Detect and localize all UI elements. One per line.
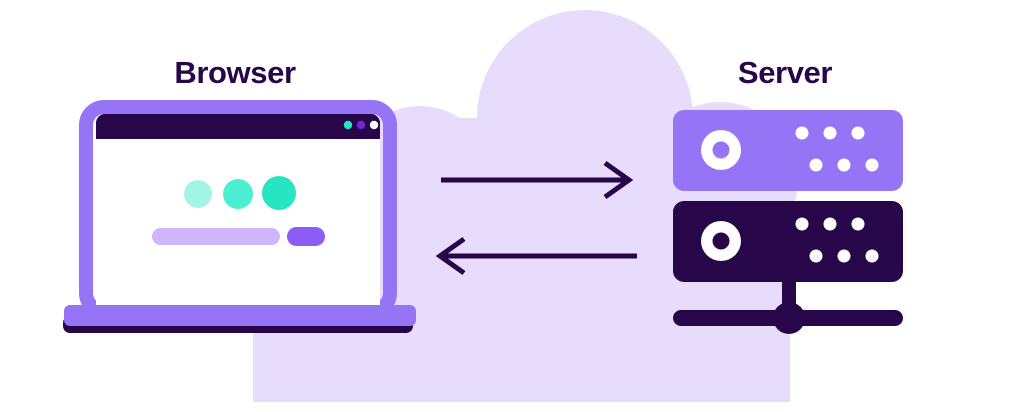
- titlebar-dot-white[interactable]: [369, 120, 379, 130]
- browser-titlebar-bottom: [96, 130, 380, 139]
- arrow-request: [441, 160, 634, 200]
- server-title-label: Server: [737, 55, 833, 90]
- content-dot-2: [223, 179, 253, 209]
- laptop-base-top: [64, 305, 416, 326]
- server-bottom-vent-dots: [795, 217, 879, 263]
- input-bar[interactable]: [152, 228, 280, 245]
- browser-frame: [79, 100, 397, 318]
- server-top-indicator-inner: [712, 141, 730, 159]
- server-unit-top: [673, 110, 903, 191]
- content-dot-3: [262, 176, 296, 210]
- server-top-vent-dots: [795, 126, 879, 172]
- submit-pill[interactable]: [287, 227, 325, 246]
- server-stand: [673, 275, 903, 334]
- server-unit-bottom: [673, 201, 903, 282]
- server-bottom-indicator-inner: [712, 232, 730, 250]
- browser-screen: [96, 117, 380, 305]
- titlebar-dot-purple[interactable]: [356, 120, 366, 130]
- browser-title-label: Browser: [174, 55, 296, 90]
- titlebar-dot-teal[interactable]: [343, 120, 353, 130]
- arrow-response: [435, 236, 637, 276]
- content-dot-1: [184, 180, 212, 208]
